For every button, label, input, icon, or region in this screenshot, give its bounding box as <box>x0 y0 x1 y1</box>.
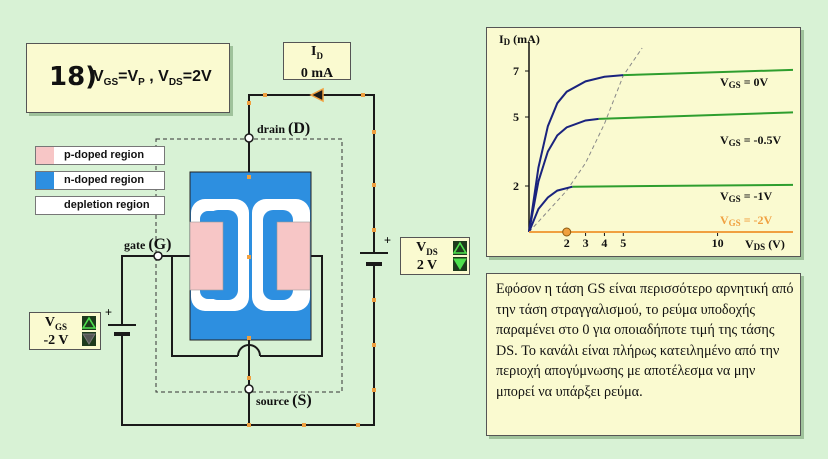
y-axis-title: ID (mA) <box>499 32 540 47</box>
id-label: ID <box>311 44 323 61</box>
x-tick-label: 5 <box>620 236 626 250</box>
source-terminal <box>244 384 254 394</box>
x-tick-label: 3 <box>583 236 589 250</box>
series-label: VGS = -1V <box>720 189 773 204</box>
gate-label: gate (G) <box>124 236 172 253</box>
x-axis-title: VDS (V) <box>745 237 785 252</box>
series-line-saturation <box>623 68 794 77</box>
vds-control: VDS 2 V <box>400 237 470 275</box>
svg-text:+: + <box>105 305 112 319</box>
legend-p-doped: p-doped region <box>35 146 165 165</box>
triangle-down-icon <box>82 333 96 345</box>
x-tick-label: 2 <box>564 236 570 250</box>
step-title-box: 18) VGS=VP , VDS=2V <box>26 43 230 113</box>
series-line-ohmic <box>528 185 573 233</box>
operating-point-marker <box>562 227 572 237</box>
vds-decrease-button[interactable] <box>453 257 467 271</box>
vgs-control: VGS -2 V <box>29 312 101 350</box>
x-tick-label: 10 <box>712 236 724 250</box>
triangle-down-icon <box>453 258 467 270</box>
legend-depletion: depletion region <box>35 196 165 215</box>
legend-n-doped: n-doped region <box>35 171 165 190</box>
current-flow-dots <box>247 93 376 427</box>
gate-terminal <box>153 251 163 261</box>
triangle-up-icon <box>452 241 468 254</box>
n-doped-swatch <box>36 172 54 189</box>
drain-current-meter: ID 0 mA <box>283 42 351 81</box>
vgs-decrease-button[interactable] <box>82 332 96 346</box>
series-line-ohmic <box>528 117 599 233</box>
vds-label: VDS <box>416 240 438 257</box>
svg-text:+: + <box>384 233 391 247</box>
vds-value: 2 V <box>416 258 438 273</box>
y-tick-label: 2 <box>513 179 519 193</box>
vds-increase-button[interactable] <box>452 241 468 255</box>
y-tick-label: 7 <box>513 64 519 78</box>
series-label: VGS = -0.5V <box>720 133 782 148</box>
series-line-saturation <box>572 183 794 188</box>
p-gate-right <box>276 221 311 291</box>
vgs-battery: + <box>105 305 136 342</box>
triangle-up-icon <box>81 316 97 329</box>
p-gate-left <box>189 221 224 291</box>
id-value: 0 mA <box>300 65 334 81</box>
source-label: source (S) <box>256 392 312 409</box>
vgs-label: VGS <box>44 315 68 332</box>
p-doped-swatch <box>36 147 54 164</box>
description-text: Εφόσον η τάση GS είναι περισσότερο αρνητ… <box>496 281 794 400</box>
vgs-value: -2 V <box>43 333 69 348</box>
y-tick-label: 5 <box>513 110 519 124</box>
step-number: 18) <box>49 62 98 92</box>
x-tick-label: 4 <box>601 236 607 250</box>
circuit-diagram: + + <box>105 87 391 427</box>
pinchoff-curve <box>528 47 643 233</box>
drain-label: drain (D) <box>257 120 311 137</box>
series-label: VGS = 0V <box>720 75 769 90</box>
series-line-ohmic <box>528 74 624 233</box>
step-condition: VGS=VP , VDS=2V <box>93 68 212 89</box>
drain-terminal <box>244 133 254 143</box>
vds-battery: + <box>360 233 391 283</box>
description-panel: Εφόσον η τάση GS είναι περισσότερο αρνητ… <box>486 273 801 436</box>
series-label: VGS = -2V <box>720 213 773 228</box>
series-line-saturation <box>598 111 794 120</box>
depletion-swatch <box>36 197 54 214</box>
vgs-increase-button[interactable] <box>81 316 97 330</box>
